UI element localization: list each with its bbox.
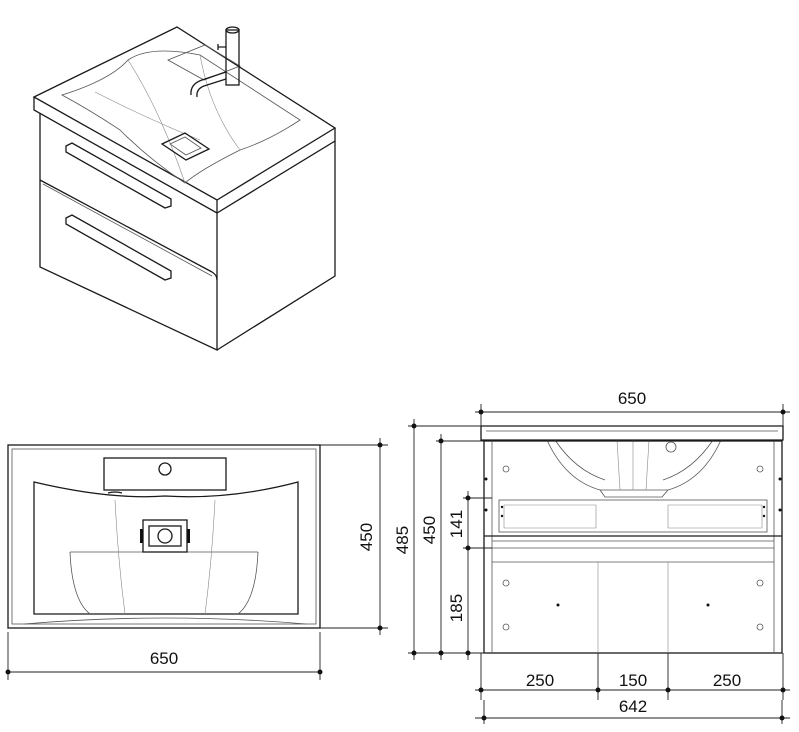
faucet-icon bbox=[190, 26, 240, 98]
front-tap-hole-icon bbox=[665, 441, 677, 453]
top-view-tap-deck bbox=[103, 457, 227, 491]
top-view: 650 450 bbox=[5, 438, 388, 680]
iso-handle-lower bbox=[65, 214, 172, 281]
iso-drain bbox=[160, 132, 211, 161]
dim-upper-drawer: 141 bbox=[447, 510, 466, 538]
upper-drawer-box bbox=[498, 499, 768, 533]
top-view-basin bbox=[33, 481, 299, 615]
dim-middle-section: 150 bbox=[619, 671, 647, 690]
dim-cabinet-width: 642 bbox=[619, 697, 647, 716]
dim-left-section: 250 bbox=[526, 671, 554, 690]
iso-tap-deck bbox=[167, 44, 241, 81]
dim-right-section: 250 bbox=[713, 671, 741, 690]
iso-basin-bowl bbox=[60, 50, 301, 184]
front-view: 650 485 450 141 185 250 150 250 642 bbox=[393, 389, 790, 724]
front-view-cabinet bbox=[483, 440, 783, 654]
dim-lower-drawer: 185 bbox=[447, 594, 466, 622]
iso-drawer-split bbox=[39, 179, 218, 281]
drain-icon bbox=[140, 519, 190, 553]
dim-total-height: 485 bbox=[393, 526, 412, 554]
dim-top-width: 650 bbox=[150, 649, 178, 668]
iso-cabinet-side bbox=[216, 141, 336, 351]
dim-top-depth: 450 bbox=[357, 523, 376, 551]
front-view-basin-top bbox=[480, 425, 784, 441]
isometric-view bbox=[32, 26, 337, 352]
dim-cabinet-height: 450 bbox=[420, 516, 439, 544]
dim-front-top-width: 650 bbox=[618, 389, 646, 408]
top-view-outline bbox=[7, 444, 321, 629]
iso-handle-upper bbox=[65, 142, 172, 209]
tap-hole-icon bbox=[158, 462, 172, 476]
front-view-basin-bowl bbox=[546, 439, 722, 491]
screw-holes bbox=[484, 465, 782, 631]
iso-cabinet-front bbox=[39, 113, 218, 352]
